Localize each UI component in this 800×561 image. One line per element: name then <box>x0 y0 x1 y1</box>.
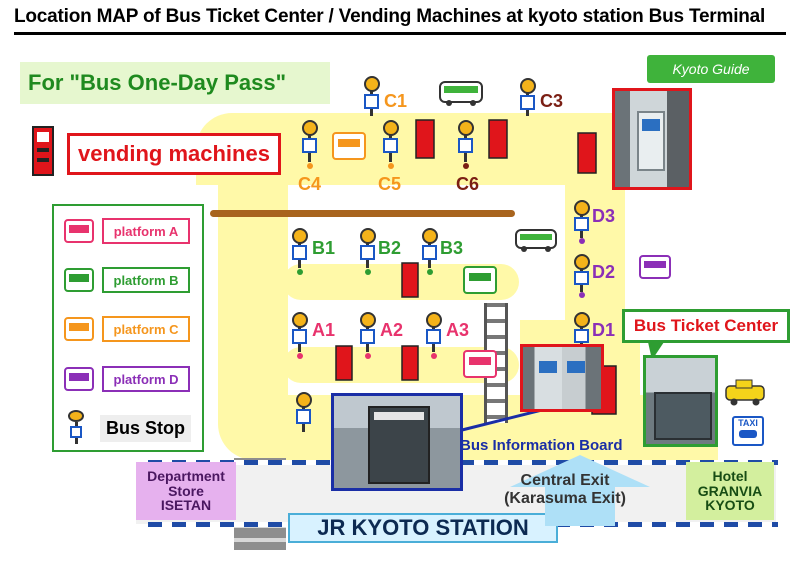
bus-stop-c1-icon <box>364 76 380 116</box>
vending-machine-photo <box>612 88 692 190</box>
taxi-label: TAXI <box>738 418 758 428</box>
bus-stop-c3-icon <box>520 78 536 116</box>
stop-label-d1: D1 <box>592 320 616 340</box>
bus-stop-d1-icon <box>574 312 590 353</box>
stop-label-c1: C1 <box>384 91 408 111</box>
legend: platform A platform B platform C platfor… <box>52 204 204 452</box>
bus-ticket-center-photo <box>643 355 718 447</box>
vending-machines-label: vending machines <box>67 133 281 175</box>
bus-stop-b1-icon <box>292 228 308 275</box>
legend-row-a: platform A <box>64 218 190 244</box>
legend-row-c: platform C <box>64 316 190 342</box>
central-exit-arrow <box>510 455 650 487</box>
bus-stop-a2-icon <box>360 312 376 359</box>
central-exit-line-1: Central Exit <box>520 472 610 489</box>
title-underline <box>14 32 786 35</box>
legend-label-platform-c: platform C <box>102 316 190 342</box>
isetan-department-store: Department Store ISETAN <box>136 462 236 520</box>
bus-information-board-photo <box>331 393 463 491</box>
jr-kyoto-station-label: JR KYOTO STATION <box>288 513 558 543</box>
taxi-car-icon-small <box>739 430 757 438</box>
stop-label-a3: A3 <box>446 320 470 340</box>
central-exit-line-2: (Karasuma Exit) <box>504 489 626 507</box>
station-dashed-line <box>148 460 778 465</box>
bus-stop-c4-icon <box>302 120 318 169</box>
hotel-granvia: Hotel GRANVIA KYOTO <box>686 462 774 520</box>
stop-label-b1: B1 <box>312 238 336 258</box>
dept-line-1: Department <box>147 467 225 484</box>
legend-label-platform-b: platform B <box>102 267 190 293</box>
stop-label-d2: D2 <box>592 262 616 282</box>
road-divider <box>210 210 515 217</box>
bus-stop-b2-icon <box>360 228 376 275</box>
pass-heading: For "Bus One-Day Pass" <box>20 62 330 104</box>
taxi-car-icon <box>725 379 765 406</box>
hotel-line-2: GRANVIA <box>697 482 763 499</box>
dept-line-3: ISETAN <box>160 497 212 514</box>
bus-stop-a1-icon <box>292 312 308 359</box>
stop-label-b2: B2 <box>378 238 402 258</box>
bus-icon <box>64 367 94 391</box>
brand-text: Kyoto Guide <box>672 61 750 77</box>
bus-ticket-center-label: Bus Ticket Center <box>622 309 790 343</box>
bus-stop-icon <box>64 410 88 446</box>
stop-label-b3: B3 <box>440 238 464 258</box>
bus-icon-top <box>439 81 483 106</box>
central-exit-arrow-stem <box>545 486 615 526</box>
legend-row-bus-stop: Bus Stop <box>64 410 191 446</box>
platform-c-bus-icon <box>332 132 366 160</box>
bus-stop-b3-icon <box>422 228 438 275</box>
bus-stop-d3-icon <box>574 200 590 244</box>
stop-label-a1: A1 <box>312 320 336 340</box>
stop-label-c6: C6 <box>456 174 480 194</box>
stop-label-c4: C4 <box>298 174 322 194</box>
bus-icon <box>64 219 94 243</box>
bus-icon <box>64 317 94 341</box>
legend-label-platform-a: platform A <box>102 218 190 244</box>
hotel-line-3: KYOTO <box>705 497 755 514</box>
vending-machines-photo-lower <box>520 344 604 412</box>
platform-b-bus-icon <box>463 266 497 294</box>
platform-d-bus-icon <box>639 255 671 279</box>
dept-line-2: Store <box>168 482 204 499</box>
kyoto-guide-logo: Kyoto Guide <box>647 55 775 83</box>
map-title: Location MAP of Bus Ticket Center / Vend… <box>14 6 766 27</box>
bus-stop-c5-icon <box>383 120 399 169</box>
vending-machine-icon-large <box>32 126 54 176</box>
bus-stop-lower-left-icon <box>296 392 312 432</box>
bus-stop-d2-icon <box>574 254 590 298</box>
bus-icon <box>64 268 94 292</box>
legend-label-bus-stop: Bus Stop <box>100 414 191 442</box>
stop-label-a2: A2 <box>380 320 404 340</box>
platform-a-bus-icon <box>463 350 497 378</box>
stop-label-c3: C3 <box>540 91 564 111</box>
stop-label-d3: D3 <box>592 206 616 226</box>
taxi-stand-sign: TAXI <box>732 416 764 446</box>
legend-row-b: platform B <box>64 267 190 293</box>
bus-information-board-label: Bus Information Board <box>460 437 623 454</box>
bus-stop-c6-icon <box>458 120 474 169</box>
legend-row-d: platform D <box>64 366 190 392</box>
stop-label-c5: C5 <box>378 174 402 194</box>
central-exit-label: Central Exit (Karasuma Exit) <box>455 472 675 507</box>
bus-icon-middle <box>515 229 557 252</box>
legend-label-platform-d: platform D <box>102 366 190 392</box>
hotel-line-1: Hotel <box>712 467 748 484</box>
bus-stop-a3-icon <box>426 312 442 359</box>
